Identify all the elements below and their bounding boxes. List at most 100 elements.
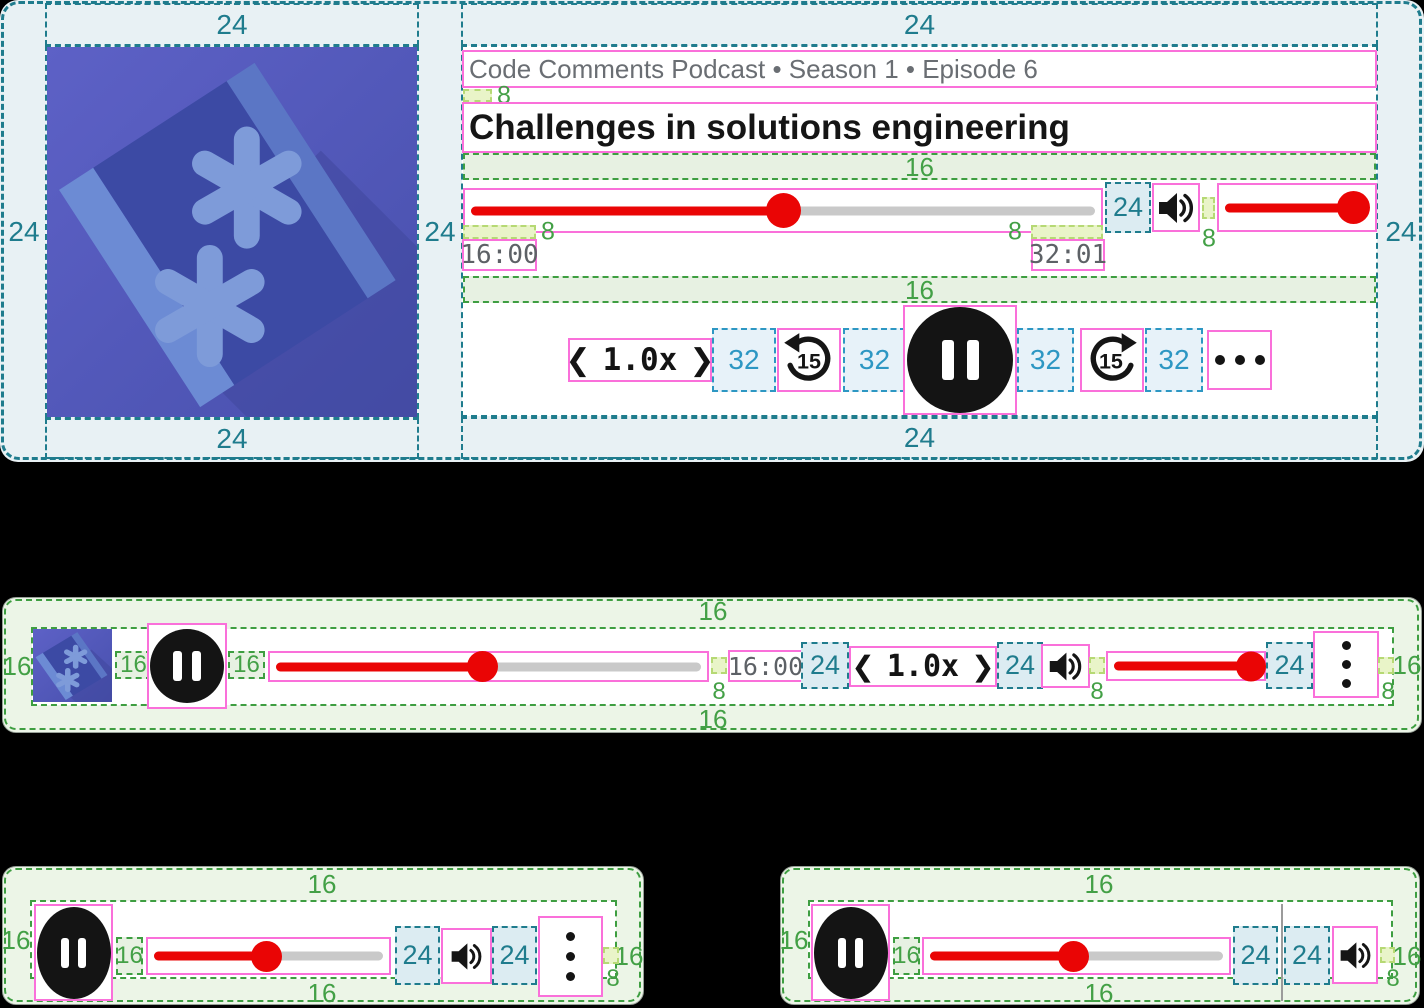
spacing-label-16: 16 [698, 704, 728, 734]
volume-button[interactable] [1332, 926, 1378, 984]
skip-back-15-button[interactable]: 15 [777, 328, 841, 392]
more-horizontal-icon [1254, 355, 1265, 365]
show-line: Code Comments Podcast • Season 1 • Episo… [469, 53, 1038, 84]
slider-fill [1114, 661, 1251, 671]
content-guide [30, 900, 617, 979]
spacing-label-8: 8 [606, 965, 620, 992]
progress-slider[interactable] [924, 939, 1229, 973]
more-horizontal-icon [1234, 355, 1245, 365]
slider-track [1225, 203, 1369, 212]
spacing-16-box: 16 [893, 937, 920, 975]
album-art [47, 47, 417, 417]
spacing-label-16: 16 [1, 925, 31, 955]
volume-slider[interactable] [1108, 653, 1264, 679]
more-vertical-icon [566, 972, 575, 981]
spacing-label-24: 24 [1240, 940, 1271, 970]
slider-track [930, 951, 1223, 961]
skip-forward-15-button[interactable]: 15 [1080, 328, 1144, 392]
speed-down-chevron-icon[interactable]: ❮ [565, 342, 591, 378]
speed-up-chevron-icon[interactable]: ❯ [689, 342, 715, 378]
spacing-label-16: 16 [1084, 869, 1114, 899]
spacing-label-8: 8 [497, 81, 511, 110]
svg-text:15: 15 [1099, 350, 1123, 374]
card-edge-guide [782, 868, 1417, 1002]
card-edge-guide [4, 868, 641, 1002]
speaker-icon [1047, 648, 1084, 685]
spacing-label-8: 8 [1381, 678, 1395, 705]
overflow-menu-button[interactable] [1313, 631, 1379, 698]
slider-track [471, 206, 1095, 215]
spacing-8-box [463, 225, 536, 239]
spacing-label-16: 16 [307, 869, 337, 899]
spacing-label-32: 32 [728, 344, 760, 375]
spacing-label-8: 8 [1090, 678, 1104, 705]
spacing-label-24: 24 [216, 422, 248, 454]
progress-slider-box [268, 651, 709, 682]
spacing-label-16: 16 [905, 151, 934, 182]
spacing-32-box: 32 [843, 328, 906, 392]
spacing-24-box: 24 [492, 926, 537, 985]
slider-track [154, 951, 383, 961]
slider-fill [276, 662, 483, 671]
progress-slider-box [146, 937, 391, 975]
episode-title-box: Challenges in solutions engineering [462, 102, 1377, 153]
progress-slider[interactable] [465, 190, 1101, 231]
spacing-label-16: 16 [614, 941, 644, 971]
playback-speed-control[interactable]: ❮ 1.0x ❯ [849, 646, 997, 687]
pause-icon [855, 937, 863, 968]
volume-button[interactable] [1041, 644, 1090, 688]
spacing-24-strip: 24 [461, 3, 1378, 46]
spacing-24-box: 24 [997, 642, 1043, 689]
slider-track [276, 662, 701, 671]
play-pause-button-box [147, 623, 227, 709]
spacing-16-box: 16 [228, 651, 265, 679]
spacing-16-strip: 16 [463, 276, 1376, 303]
more-vertical-icon [566, 952, 575, 961]
spacing-label-8: 8 [1202, 224, 1216, 253]
pause-icon [966, 340, 979, 380]
speed-down-chevron-icon[interactable]: ❮ [851, 650, 875, 683]
volume-slider[interactable] [1219, 185, 1375, 230]
album-art-image [47, 47, 417, 417]
spacing-label-24: 24 [1112, 192, 1144, 222]
more-options-button[interactable] [1207, 330, 1272, 390]
spacing-label-8: 8 [1386, 965, 1400, 992]
playback-speed-control[interactable]: ❮ 1.0x ❯ [565, 338, 715, 382]
spacing-label-24: 24 [903, 422, 936, 453]
play-pause-button[interactable] [150, 629, 224, 703]
spacing-label-16: 16 [307, 978, 337, 1008]
spacing-32-box: 32 [1017, 328, 1074, 392]
play-pause-button[interactable] [36, 906, 111, 999]
card-edge-guide [4, 599, 1419, 730]
volume-slider-box [1106, 651, 1266, 681]
elapsed-time: 16:00 [460, 240, 539, 270]
overflow-menu-button[interactable] [538, 916, 603, 997]
speaker-icon [1338, 938, 1373, 973]
spacing-8-box [1380, 947, 1395, 963]
more-horizontal-icon [1214, 355, 1225, 365]
speed-up-chevron-icon[interactable]: ❯ [971, 650, 995, 683]
spacing-label-16: 16 [1084, 978, 1114, 1008]
spacing-label-16: 16 [893, 942, 920, 969]
more-vertical-icon [566, 932, 575, 941]
pause-icon [941, 340, 954, 380]
spacing-label-24: 24 [1291, 940, 1323, 970]
spacing-label-32: 32 [858, 344, 891, 375]
progress-slider[interactable] [270, 653, 707, 680]
volume-button[interactable] [441, 928, 492, 984]
spacing-label-24: 24 [8, 216, 40, 247]
elapsed-time-box: 16:00 [460, 239, 539, 271]
progress-slider[interactable] [148, 939, 389, 973]
spacing-label-16: 16 [233, 651, 260, 678]
slider-fill [930, 951, 1074, 961]
volume-button[interactable] [1152, 183, 1200, 232]
spacing-8-box [1378, 657, 1394, 674]
more-vertical-icon [1341, 679, 1351, 688]
spacing-label-24: 24 [402, 940, 433, 970]
spacing-label-24: 24 [216, 8, 248, 40]
spacing-24-box: 24 [1266, 642, 1313, 689]
spacing-label-24: 24 [499, 940, 530, 970]
play-pause-button[interactable] [907, 307, 1013, 413]
play-pause-button[interactable] [813, 906, 888, 999]
